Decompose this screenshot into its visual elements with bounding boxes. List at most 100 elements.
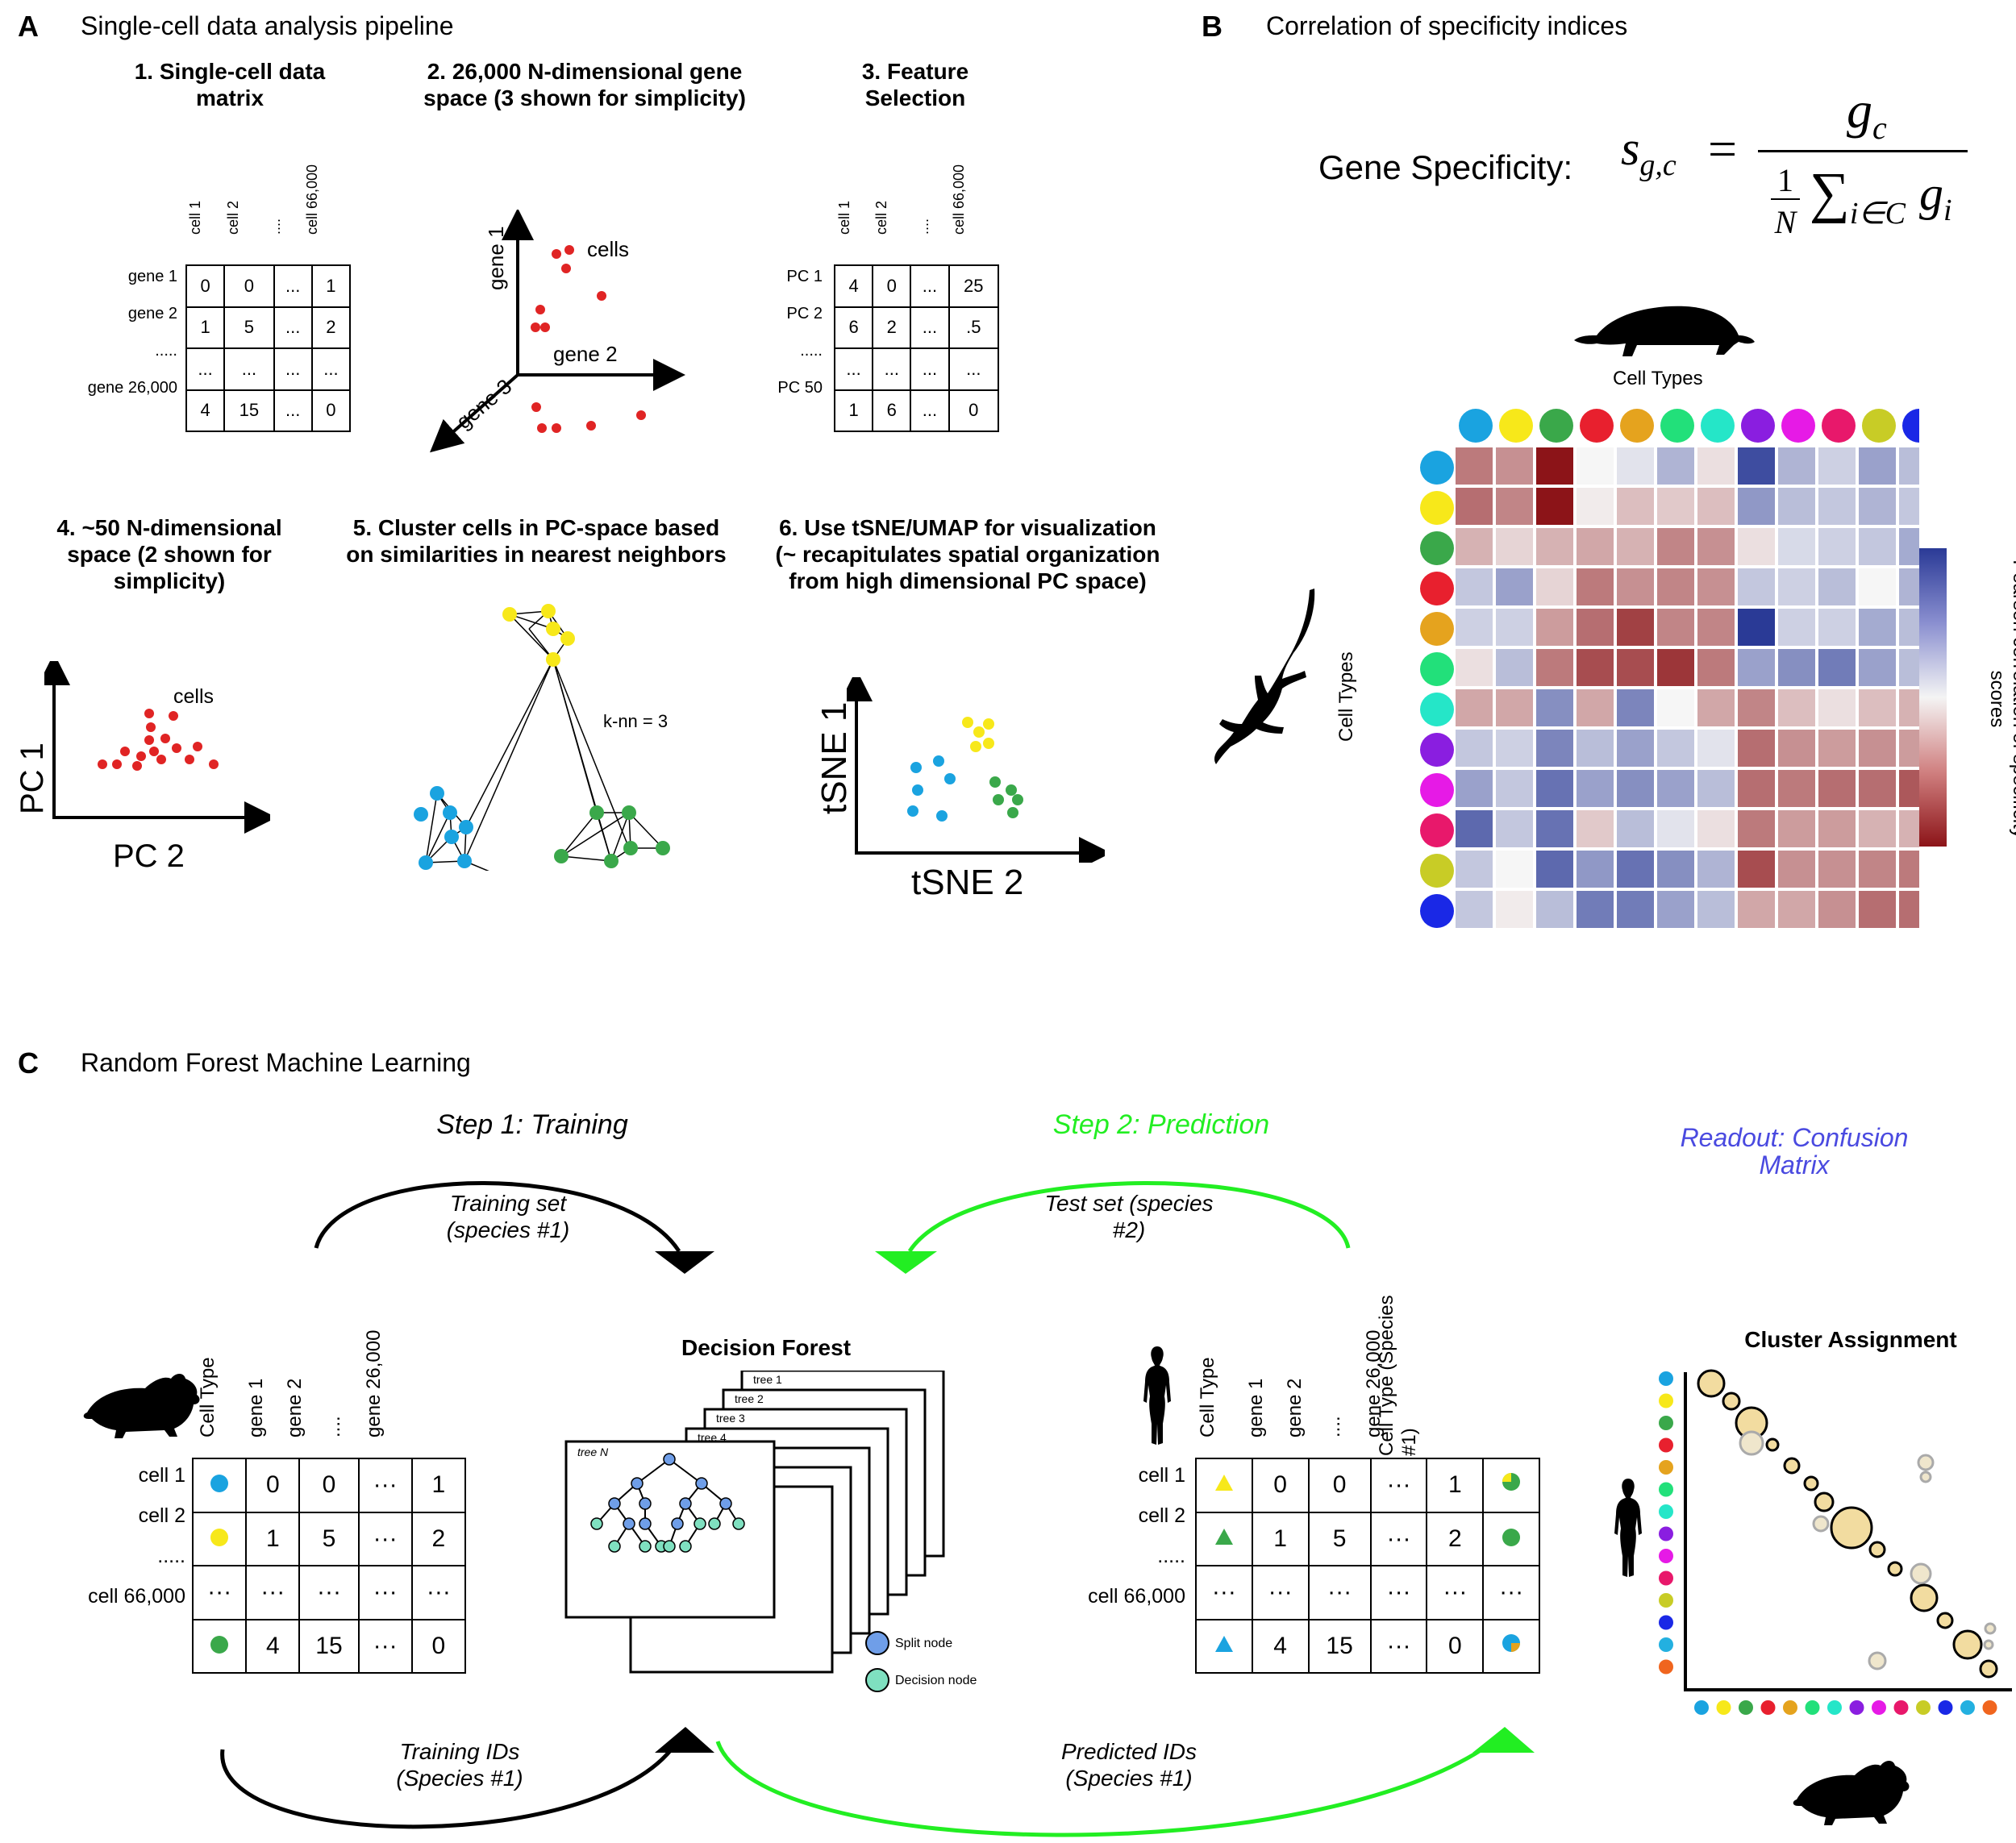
lizard-icon [1214, 589, 1315, 764]
step1-title: 1. Single-cell data matrix [134, 59, 326, 110]
col-dot [1862, 409, 1896, 443]
panel-c-title: Random Forest Machine Learning [81, 1048, 471, 1077]
heatmap-cell [1496, 810, 1533, 847]
heatmap-cell [1617, 649, 1654, 686]
col-dot [1827, 1700, 1842, 1715]
heatmap-cell [1617, 689, 1654, 726]
heatmap-cell [1617, 770, 1654, 807]
heatmap-cell [1577, 891, 1614, 928]
heatmap-cell [1697, 488, 1735, 525]
col-dot [1739, 1700, 1753, 1715]
row-label: PC 1 [786, 268, 823, 285]
pc2-label: PC 2 [113, 838, 185, 874]
row-label: cell 66,000 [88, 1585, 185, 1608]
heatmap-cell [1456, 810, 1493, 847]
heatmap-cell [1496, 770, 1533, 807]
tsne-plot [847, 677, 1105, 863]
heatmap-cell [1778, 770, 1815, 807]
heatmap-cell [1496, 851, 1533, 888]
triangle-icon [1214, 1475, 1233, 1491]
row-dot [1659, 1615, 1673, 1630]
heatmap-cell [1456, 891, 1493, 928]
row-dot [1659, 1416, 1673, 1430]
heatmap-cell [1536, 568, 1573, 605]
heatmap-cell [1859, 568, 1896, 605]
column-color-dots [1459, 409, 1919, 443]
formula-lhs: sg,c [1621, 122, 1677, 182]
col-dot [1741, 409, 1775, 443]
col-dot [1499, 409, 1533, 443]
heatmap-cell [1697, 770, 1735, 807]
svg-text:tree 2: tree 2 [735, 1392, 764, 1405]
heatmap-cell [1778, 851, 1815, 888]
col-label: cell 2 [225, 200, 241, 235]
triangle-icon [1214, 1528, 1233, 1545]
heatmap-cell [1496, 689, 1533, 726]
confusion-bubbles [1697, 1369, 1998, 1679]
row-label: PC 2 [786, 305, 823, 322]
heatmap-cell [1899, 649, 1919, 686]
heatmap-cell [1859, 891, 1896, 928]
heatmap-cell [1657, 689, 1694, 726]
heatmap-cell [1818, 730, 1856, 767]
heatmap-cell [1657, 528, 1694, 565]
heatmap-cell [1657, 649, 1694, 686]
heatmap-cell [1456, 447, 1493, 485]
heatmap-cell [1859, 447, 1896, 485]
col-dot [1701, 409, 1735, 443]
col-label: gene 26,000 [363, 1329, 385, 1437]
col-label: .... [915, 218, 931, 235]
heatmap-cell [1697, 810, 1735, 847]
heatmap-cell [1738, 730, 1775, 767]
row-dot [1420, 733, 1454, 767]
heatmap-cell [1738, 488, 1775, 525]
row-label: cell 2 [138, 1504, 185, 1527]
col-dot [1694, 1700, 1709, 1715]
confusion-col-dots [1694, 1700, 1997, 1715]
heatmap-cell [1536, 649, 1573, 686]
heatmap-cell [1617, 851, 1654, 888]
row-dot [1420, 572, 1454, 605]
row-label: cell 1 [1138, 1464, 1185, 1487]
panel-a-label: A [18, 10, 39, 43]
col-label: Cell Type (Species #1) [1376, 1295, 1420, 1456]
pc-plot [44, 661, 270, 834]
formula-fraction-bar [1758, 150, 1968, 152]
heatmap-cell [1617, 810, 1654, 847]
formula-den-var: gi [1919, 167, 1952, 227]
heatmap-cell [1496, 649, 1533, 686]
col-dot [1580, 409, 1614, 443]
tsne1-label: tSNE 1 [814, 701, 854, 814]
heatmap-cell [1778, 810, 1815, 847]
row-dot [1659, 1659, 1673, 1675]
panel-a-title: Single-cell data analysis pipeline [81, 11, 454, 40]
col-dot [1539, 409, 1573, 443]
formula-small-den: N [1774, 204, 1797, 240]
heatmap-cell [1738, 528, 1775, 565]
heatmap-cell [1536, 689, 1573, 726]
heatmap-cell [1818, 770, 1856, 807]
heatmap-cell [1657, 609, 1694, 646]
knn-label: k-nn = 3 [603, 711, 669, 731]
heatmap-cell [1778, 528, 1815, 565]
test-set-label: Test set (species #2) [1044, 1191, 1214, 1242]
heatmap-cell [1536, 609, 1573, 646]
knn-cluster-plot [414, 604, 670, 871]
human-icon [1614, 1479, 1642, 1577]
heatmap-cell [1456, 649, 1493, 686]
heatmap-cell [1697, 649, 1735, 686]
heatmap-cell [1617, 609, 1654, 646]
heatmap-cell [1859, 528, 1896, 565]
row-dot [1659, 1549, 1673, 1563]
heatmap-cell [1778, 447, 1815, 485]
col-label: Cell Type [197, 1357, 219, 1437]
heatmap-cell [1778, 891, 1815, 928]
predicted-ids-label: Predicted IDs (Species #1) [1060, 1739, 1198, 1791]
heatmap-cell [1899, 689, 1919, 726]
heatmap-cell [1697, 528, 1735, 565]
col-dot [1805, 1700, 1820, 1715]
heatmap-cell [1657, 891, 1694, 928]
pred-pie-icon [1502, 1473, 1521, 1491]
heatmap-cell [1899, 609, 1919, 646]
